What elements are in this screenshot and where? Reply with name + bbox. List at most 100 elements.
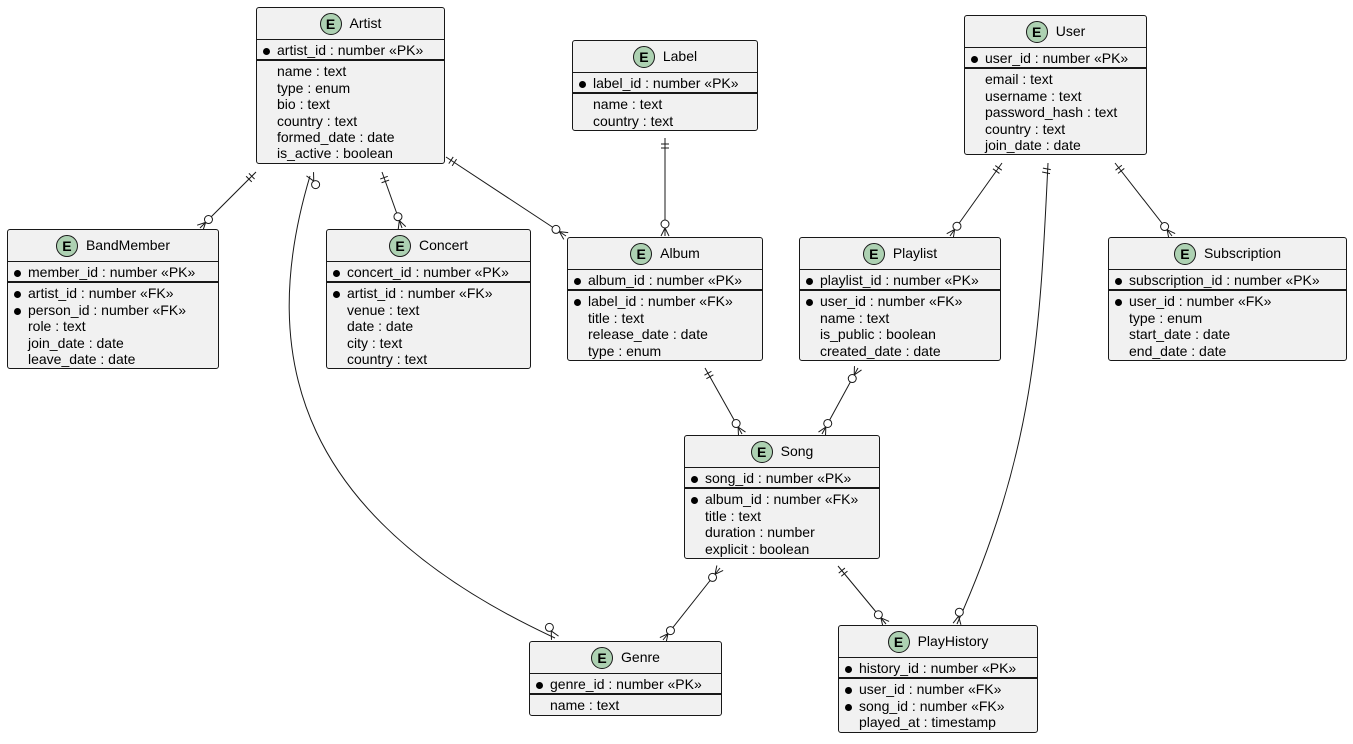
attributes-section: artist_id : number «FK»person_id : numbe… [8, 281, 218, 368]
attribute-text: name : text [593, 96, 663, 113]
optional-circle-mark [952, 221, 962, 231]
relation-song-genre [659, 565, 724, 643]
attribute-text: end_date : date [1129, 342, 1227, 359]
relation-user-playlist [946, 162, 1003, 239]
attribute-text: user_id : number «FK» [820, 293, 963, 310]
attribute-text: user_id : number «FK» [859, 681, 1002, 698]
attribute-text: country : text [593, 112, 674, 129]
attribute-row: name : text [534, 697, 717, 713]
crows-foot-mark [398, 220, 407, 228]
optional-circle-mark [708, 572, 718, 582]
attribute-text: email : text [985, 71, 1053, 88]
attribute-row: formed_date : date [261, 129, 440, 145]
attribute-text: formed_date : date [277, 128, 395, 145]
attribute-text: song_id : number «FK» [859, 697, 1005, 714]
attribute-text: label_id : number «PK» [593, 75, 739, 91]
attribute-text: date : date [347, 318, 414, 335]
mandatory-bullet-icon [969, 50, 985, 66]
entity-name: BandMember [85, 237, 171, 254]
attribute-row: join_date : date [969, 137, 1142, 153]
relation-artist-album [445, 156, 569, 240]
cardinality-one-mark [1117, 168, 1125, 174]
attribute-text: playlist_id : number «PK» [820, 272, 979, 288]
relation-album-song [704, 367, 746, 436]
relation-artist-bandmember [197, 171, 257, 231]
relation-user-playhistory [952, 162, 1051, 625]
relation-artist-concert [380, 171, 407, 230]
attribute-text: name : text [550, 697, 620, 714]
cardinality-one-mark [838, 567, 846, 574]
attribute-text: release_date : date [588, 326, 708, 343]
attribute-row: subscription_id : number «PK» [1113, 272, 1342, 288]
relation-line [445, 156, 567, 237]
attribute-row: start_date : date [1113, 326, 1342, 342]
attribute-row: user_id : number «PK» [969, 50, 1142, 66]
attribute-row: type : enum [261, 80, 440, 96]
crows-foot-mark [818, 426, 827, 433]
attribute-row: is_public : boolean [804, 326, 996, 342]
attribute-text: country : text [347, 350, 428, 367]
attribute-row: label_id : number «PK» [577, 75, 753, 91]
attribute-text: label_id : number «FK» [588, 293, 733, 310]
crows-foot-mark [737, 426, 746, 433]
attribute-row: username : text [969, 88, 1142, 104]
attribute-row: country : text [969, 121, 1142, 137]
mandatory-bullet-icon [577, 75, 593, 91]
cardinality-one-mark [381, 179, 390, 184]
attribute-row: type : enum [1113, 310, 1342, 326]
attributes-section: name : text [530, 693, 721, 714]
entity-badge-icon: E [630, 242, 653, 265]
optional-circle-mark [551, 224, 561, 234]
primary-key-section: user_id : number «PK» [965, 47, 1146, 67]
mandatory-bullet-icon [689, 470, 705, 486]
attribute-text: name : text [277, 63, 347, 80]
attribute-row: bio : text [261, 96, 440, 112]
optional-circle-mark [954, 607, 964, 617]
optional-circle-mark [847, 374, 857, 384]
cardinality-one-mark [1042, 171, 1051, 175]
primary-key-section: history_id : number «PK» [839, 657, 1037, 677]
primary-key-section: subscription_id : number «PK» [1109, 269, 1346, 289]
attribute-text: artist_id : number «FK» [347, 285, 493, 302]
mandatory-bullet-icon [331, 285, 347, 301]
attributes-section: user_id : number «FK»song_id : number «F… [839, 677, 1037, 731]
crows-foot-mark [714, 565, 718, 575]
cardinality-one-mark [1115, 164, 1123, 171]
attribute-row: member_id : number «PK» [12, 264, 214, 280]
mandatory-bullet-icon [12, 285, 28, 301]
optional-circle-mark [665, 626, 675, 636]
crows-foot-mark [1166, 229, 1176, 234]
primary-key-section: playlist_id : number «PK» [800, 269, 1000, 289]
entity-badge-icon: E [591, 646, 614, 669]
entity-name: Playlist [892, 245, 938, 262]
attribute-row: release_date : date [572, 326, 758, 342]
mandatory-bullet-icon [843, 660, 859, 676]
attribute-text: song_id : number «PK» [705, 470, 852, 486]
optional-circle-mark [873, 610, 883, 620]
entity-badge-icon: E [319, 12, 342, 35]
attribute-row: leave_date : date [12, 351, 214, 367]
mandatory-bullet-icon [12, 302, 28, 318]
primary-key-section: album_id : number «PK» [568, 269, 762, 289]
cardinality-one-mark [1042, 167, 1051, 171]
attribute-text: album_id : number «PK» [588, 272, 743, 288]
mandatory-bullet-icon [843, 681, 859, 697]
crows-foot-mark [558, 231, 565, 240]
entity-badge-icon: E [632, 45, 655, 68]
attribute-text: country : text [985, 120, 1066, 137]
crows-foot-mark [397, 220, 400, 230]
attribute-row: played_at : timestamp [843, 714, 1033, 730]
cardinality-one-mark [994, 165, 1003, 171]
attribute-row: is_active : boolean [261, 145, 440, 161]
